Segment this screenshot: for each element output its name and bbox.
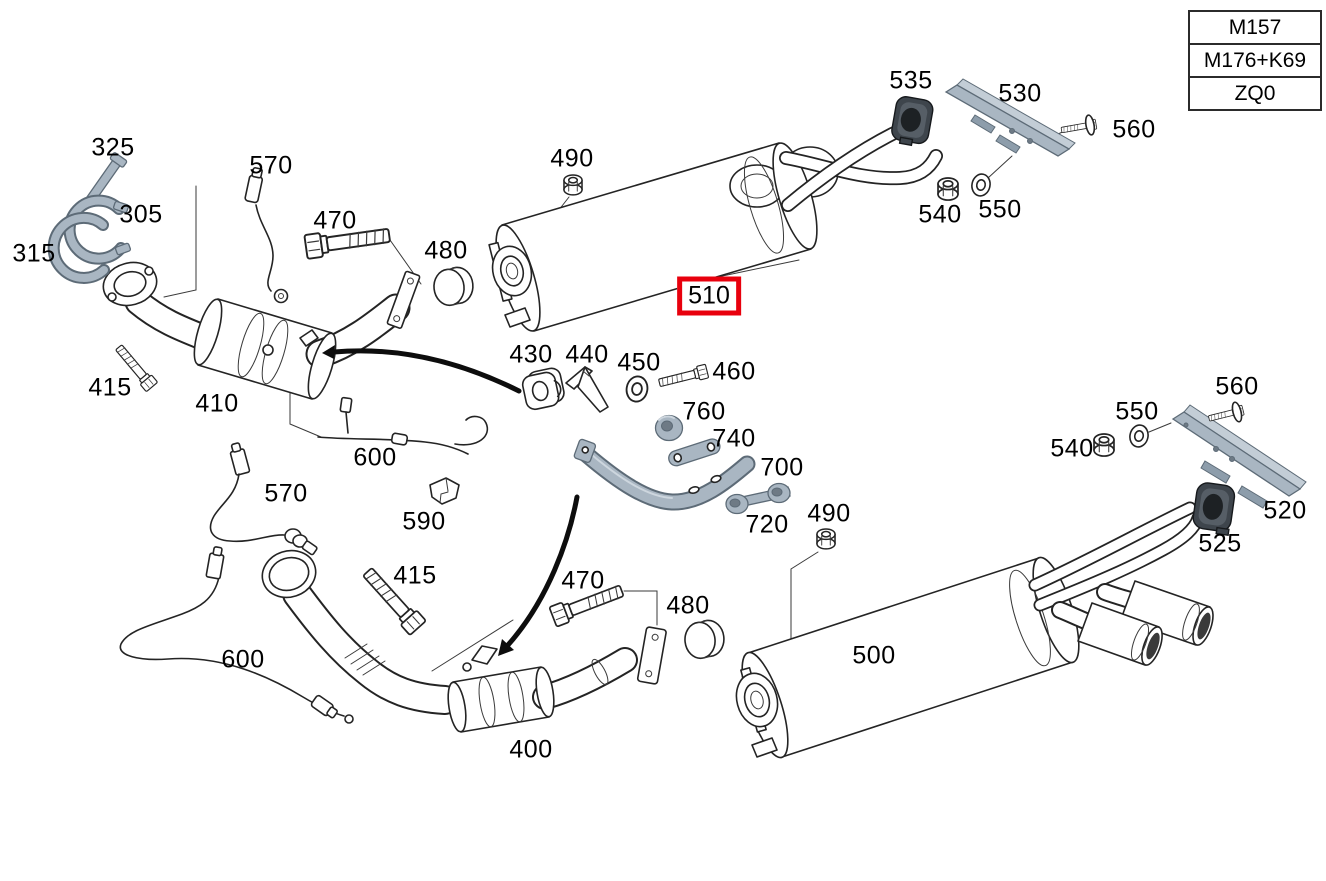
drawing-washer-550-lower [1127, 422, 1151, 450]
drawing-catalyst-410 [102, 261, 421, 400]
drawing-grommet-760 [654, 414, 684, 442]
part-label-400[interactable]: 400 [509, 735, 553, 764]
drawing-nut-540-lower [1093, 433, 1115, 457]
part-label-590[interactable]: 590 [402, 507, 446, 536]
drawing-bracket-520 [1171, 404, 1307, 509]
part-label-570-lower[interactable]: 570 [264, 479, 308, 508]
part-label-410[interactable]: 410 [195, 389, 239, 418]
drawing-catalyst-400 [261, 549, 667, 733]
drawing-bolt-460 [657, 363, 710, 391]
part-label-525[interactable]: 525 [1198, 529, 1242, 558]
part-label-440[interactable]: 440 [565, 340, 609, 369]
part-label-490-upper[interactable]: 490 [550, 144, 594, 173]
engine-code-table: M157 M176+K69 ZQ0 [1188, 10, 1322, 111]
drawing-rear-muffler-500 [735, 501, 1214, 759]
part-label-550-upper[interactable]: 550 [978, 195, 1022, 224]
drawing-seal-ring-480-upper [431, 265, 476, 308]
part-label-560-upper[interactable]: 560 [1112, 115, 1156, 144]
drawing-clip-590 [429, 477, 460, 505]
part-label-510-highlighted[interactable]: 510 [677, 276, 741, 316]
part-label-305[interactable]: 305 [119, 200, 163, 229]
drawing-link-720 [725, 482, 791, 515]
part-label-450[interactable]: 450 [617, 348, 661, 377]
part-label-470-lower[interactable]: 470 [561, 566, 605, 595]
part-label-540-upper[interactable]: 540 [918, 200, 962, 229]
drawing-harness-600-lower [119, 546, 354, 724]
part-label-740[interactable]: 740 [712, 424, 756, 453]
part-label-530[interactable]: 530 [998, 79, 1042, 108]
part-label-700[interactable]: 700 [760, 453, 804, 482]
part-label-480-upper[interactable]: 480 [424, 236, 468, 265]
drawing-bolt-560-lower [1207, 401, 1245, 424]
part-label-325[interactable]: 325 [91, 133, 135, 162]
part-label-535[interactable]: 535 [889, 66, 933, 95]
drawing-oxygen-sensor-570-lower [209, 442, 318, 556]
part-label-460[interactable]: 460 [712, 357, 756, 386]
part-label-760[interactable]: 760 [682, 397, 726, 426]
drawing-support-strap-700 [573, 438, 756, 511]
part-label-500[interactable]: 500 [852, 641, 896, 670]
part-label-520[interactable]: 520 [1263, 496, 1307, 525]
part-label-600-lower[interactable]: 600 [221, 645, 265, 674]
drawing-rubber-mount-525 [1192, 482, 1236, 537]
drawing-strap-740 [668, 438, 721, 467]
pointer-arrows [322, 345, 580, 656]
drawing-nut-490-lower [816, 528, 836, 550]
part-label-550-lower[interactable]: 550 [1115, 397, 1159, 426]
drawing-washer-550-upper [969, 171, 993, 199]
drawing-rubber-hanger-430 [521, 367, 565, 411]
part-label-415-upper[interactable]: 415 [88, 373, 132, 402]
drawing-nut-540-upper [937, 177, 959, 201]
part-label-470-upper[interactable]: 470 [313, 206, 357, 235]
drawing-bracket-440 [565, 366, 609, 413]
drawing-clamp-parts-305-315-325 [47, 152, 132, 284]
part-label-570-upper[interactable]: 570 [249, 151, 293, 180]
engine-code-row-zq0: ZQ0 [1190, 76, 1320, 109]
drawing-harness-600-upper [317, 396, 489, 455]
drawing-bolt-560-upper [1060, 114, 1098, 136]
drawing-seal-ring-480-lower [682, 618, 727, 661]
part-label-430[interactable]: 430 [509, 340, 553, 369]
drawing-oxygen-sensor-570-upper [244, 167, 289, 304]
drawing-rubber-mount-535 [891, 96, 934, 147]
drawing-nut-490-upper [563, 174, 583, 196]
part-label-480-lower[interactable]: 480 [666, 591, 710, 620]
part-label-600-upper[interactable]: 600 [353, 443, 397, 472]
part-label-415-lower[interactable]: 415 [393, 561, 437, 590]
part-label-540-lower[interactable]: 540 [1050, 434, 1094, 463]
engine-code-row-m176: M176+K69 [1190, 43, 1320, 76]
engine-code-row-m157: M157 [1228, 16, 1282, 39]
part-label-560-lower[interactable]: 560 [1215, 372, 1259, 401]
part-label-720[interactable]: 720 [745, 510, 789, 539]
part-label-490-lower[interactable]: 490 [807, 499, 851, 528]
drawing-washer-450 [623, 373, 651, 405]
drawing-bracket-530 [944, 78, 1076, 157]
part-label-315[interactable]: 315 [12, 239, 56, 268]
